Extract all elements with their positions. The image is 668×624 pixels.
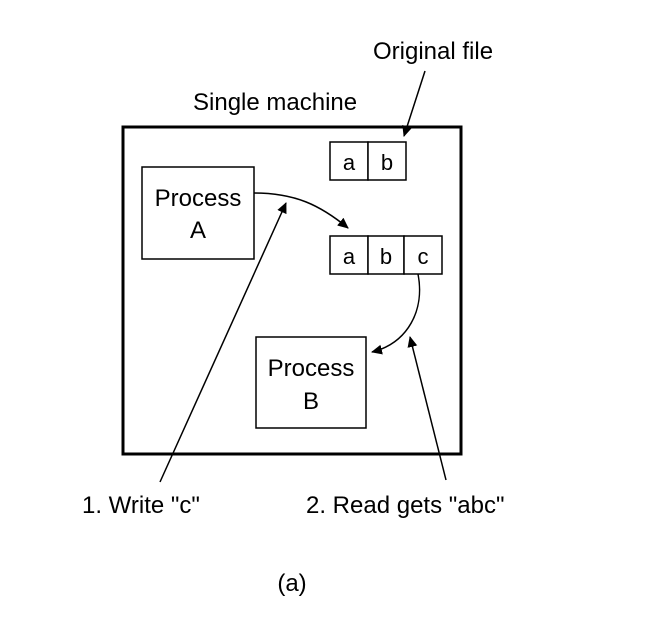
single-machine-label: Single machine	[193, 89, 357, 116]
step2-pointer	[407, 336, 447, 481]
write-arrow	[253, 192, 349, 229]
file-cell-c-text: c	[418, 244, 429, 269]
process-b-box	[255, 336, 367, 429]
original-cell-a-text: a	[343, 150, 356, 175]
original-file-cells: a b	[329, 141, 407, 181]
file-cells: a b c	[329, 235, 443, 275]
original-cell-b-text: b	[381, 150, 393, 175]
original-cell-a	[329, 141, 369, 181]
single-machine-box	[121, 125, 463, 456]
step1-pointer	[159, 202, 287, 483]
process-b-label-line1: Process	[268, 355, 355, 382]
step1-label: 1. Write "c"	[82, 492, 200, 519]
step2-label: 2. Read gets "abc"	[306, 492, 505, 519]
process-a-label-line1: Process	[155, 185, 242, 212]
file-cell-c	[403, 235, 443, 275]
file-cell-b-text: b	[380, 244, 392, 269]
file-cell-a-text: a	[343, 244, 356, 269]
process-b-label-line2: B	[303, 388, 319, 415]
original-file-arrow	[402, 70, 426, 137]
file-cell-b	[367, 235, 405, 275]
original-file-label: Original file	[373, 38, 493, 65]
figure-caption: (a)	[277, 570, 306, 597]
file-cell-a	[329, 235, 369, 275]
process-a-label-line2: A	[190, 217, 206, 244]
read-arrow	[371, 273, 421, 355]
process-a-box	[141, 166, 255, 260]
original-cell-b	[367, 141, 407, 181]
